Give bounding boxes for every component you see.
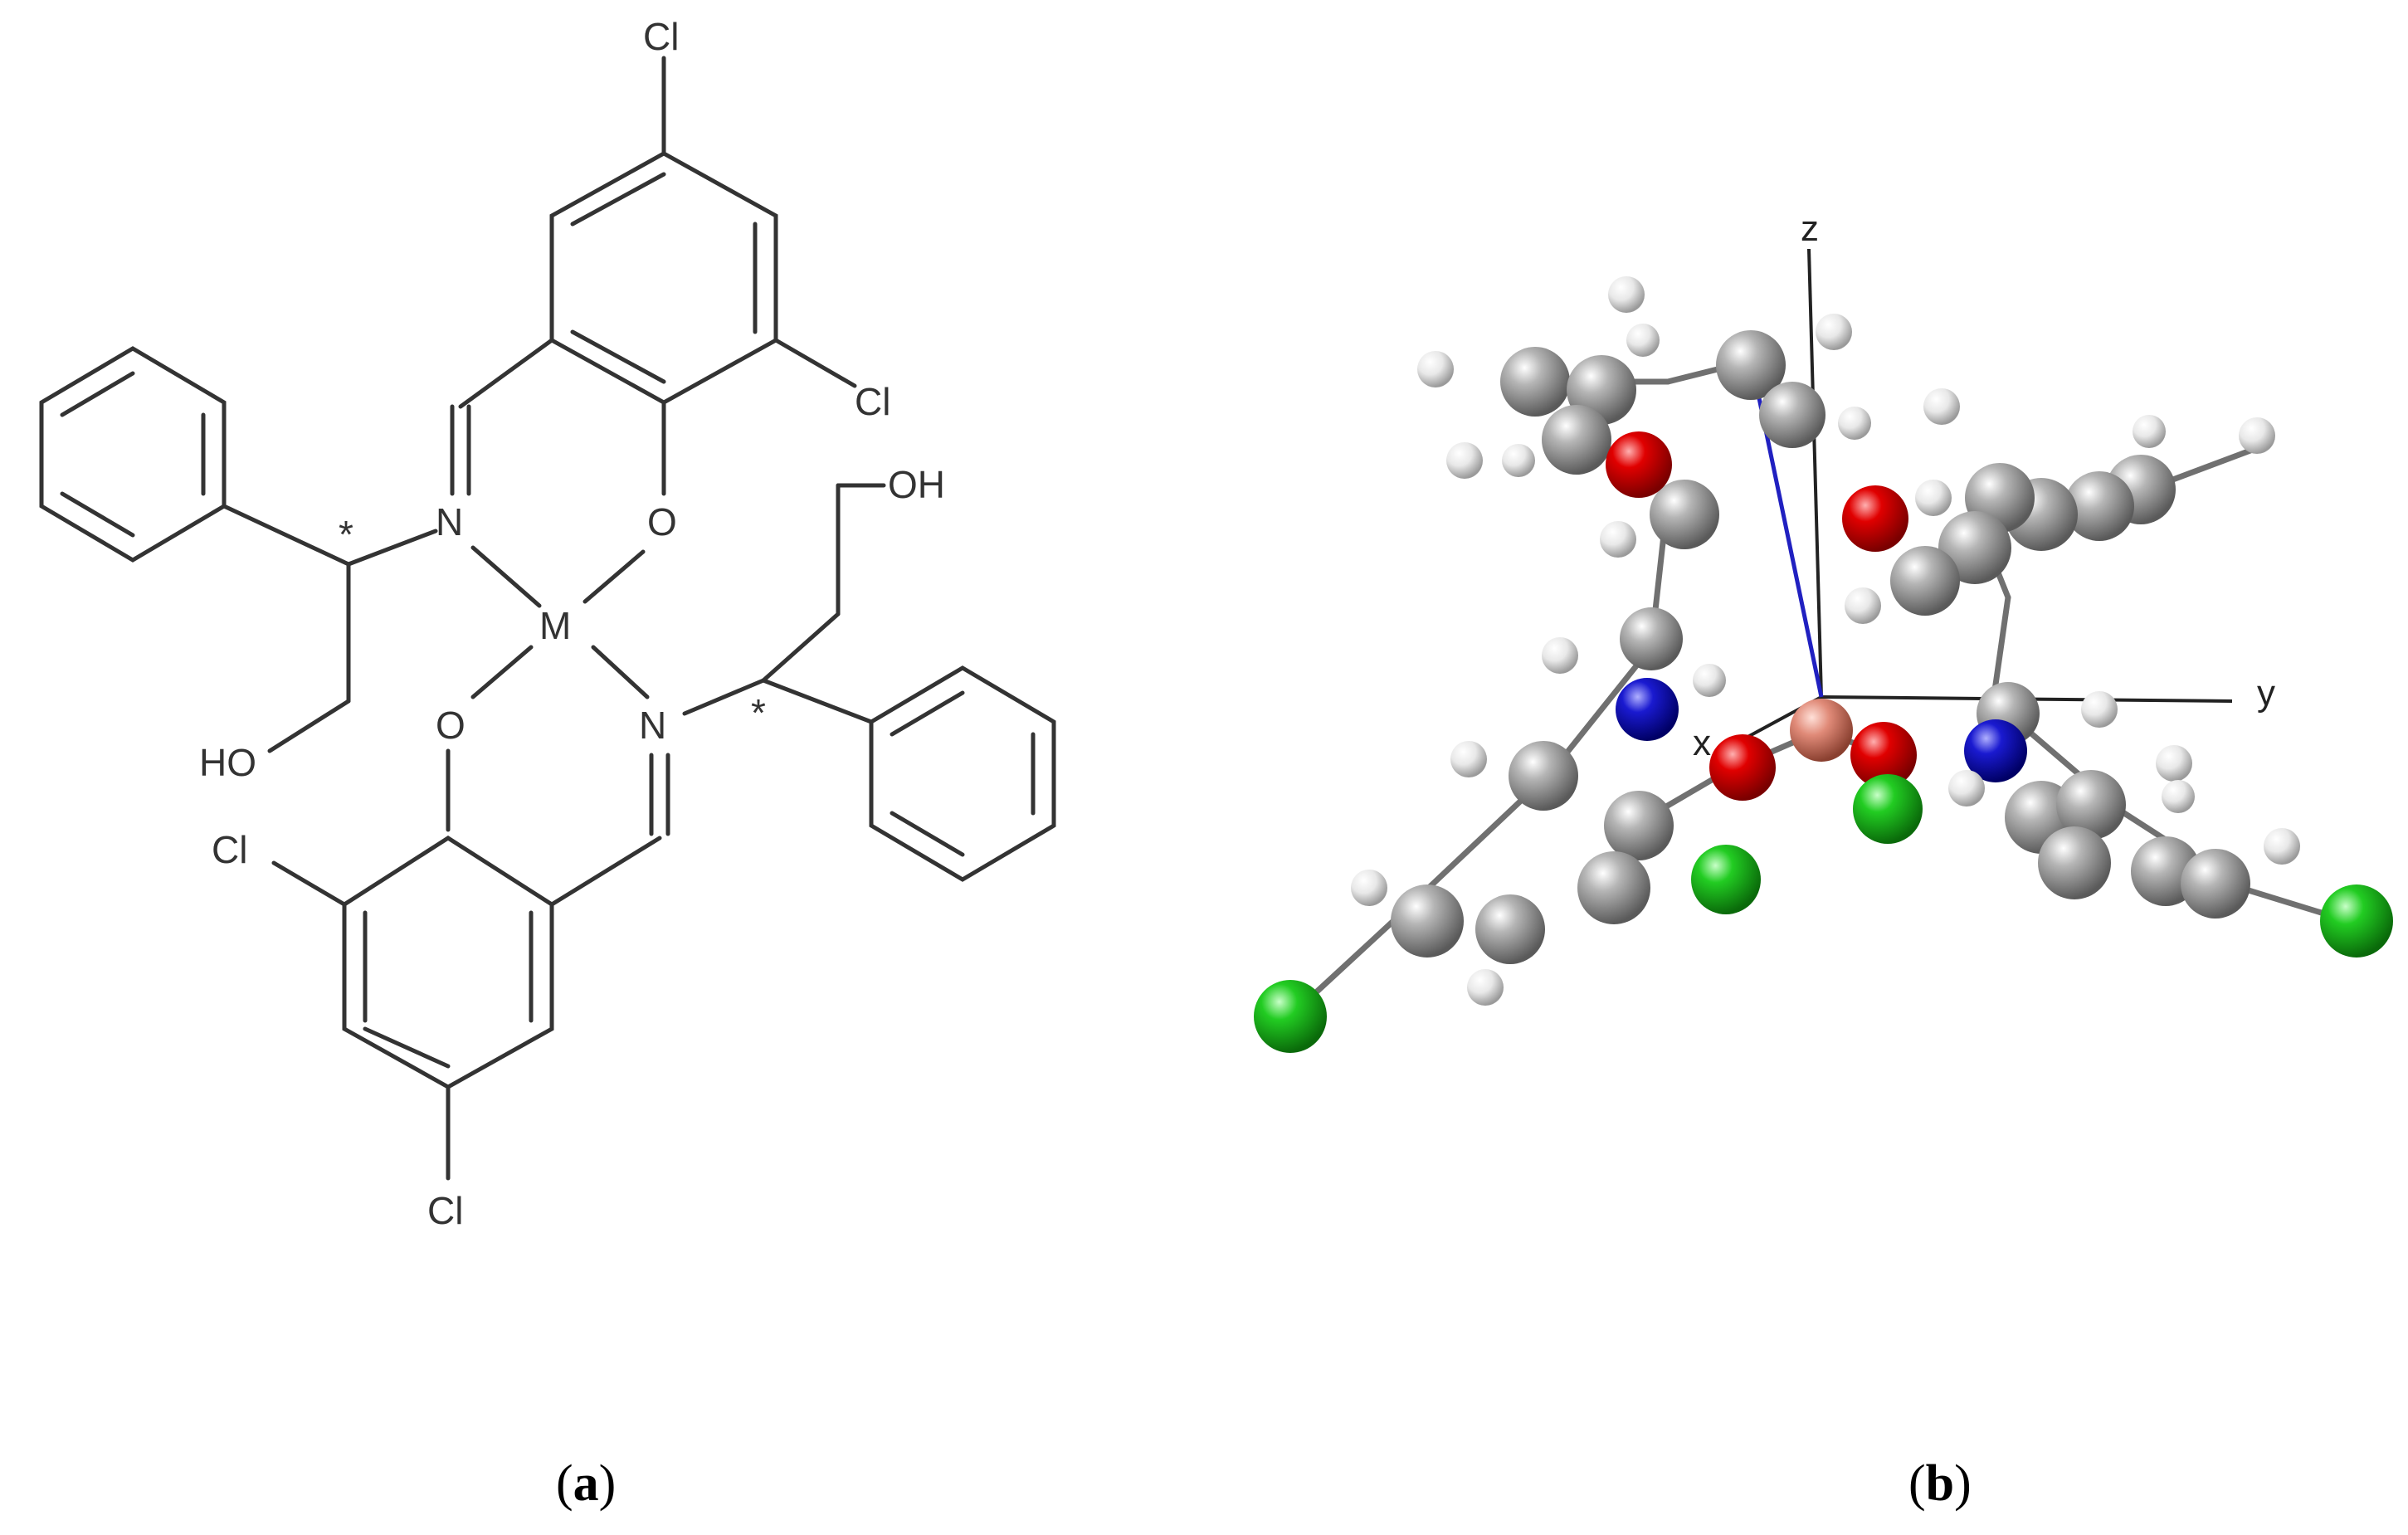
carbon-atom <box>1716 330 1786 400</box>
carbon-atom <box>2038 826 2111 899</box>
chlorine-atom <box>1254 980 1327 1053</box>
chlorine-atom <box>1691 845 1761 914</box>
carbon-atom <box>1620 607 1683 670</box>
caption-a: (a) <box>556 1455 616 1512</box>
hydrogen-atom <box>2264 828 2300 865</box>
hydrogen-atom <box>1915 480 1952 516</box>
carbon-atom <box>2064 471 2134 541</box>
hydrogen-atom <box>1845 587 1881 624</box>
hydrogen-atom <box>1948 770 1985 806</box>
hydrogen-atom <box>1351 870 1387 906</box>
label-star-right: * <box>751 691 766 734</box>
hydrogen-atom <box>1693 664 1726 697</box>
metal-center-atoms <box>1709 699 2027 844</box>
upper-left-phenyl-atoms <box>1417 276 1871 741</box>
hydrogen-atom <box>1450 741 1487 777</box>
label-ho-left: HO <box>199 741 256 784</box>
hydrogen-atom <box>1446 442 1483 479</box>
label-cl-bottom: Cl <box>427 1189 463 1232</box>
hydrogen-atom <box>1600 521 1636 558</box>
chlorine-atom <box>2320 884 2393 958</box>
chlorine-atom <box>1853 774 1923 844</box>
caption-b: (b) <box>1908 1455 1972 1512</box>
upper-phenyl-ring <box>39 346 227 563</box>
carbon-atom <box>1500 347 1570 417</box>
hydrogen-atom <box>1923 388 1960 425</box>
hydrogen-atom <box>1838 407 1871 440</box>
label-metal: M <box>539 604 571 647</box>
oxygen-atom <box>1606 431 1672 498</box>
upper-dichlorophenol-ring <box>549 151 778 405</box>
lower-right-ring-atoms <box>2005 745 2393 958</box>
hydrogen-atom <box>1502 444 1535 477</box>
carbon-atom <box>1650 480 1719 549</box>
hydrogen-atom <box>1467 969 1504 1006</box>
lower-dichlorophenol-ring <box>342 836 554 1089</box>
panel-b-3d-model: z y x <box>1254 208 2393 1053</box>
label-n-upper: N <box>436 500 463 543</box>
panel-a-structure: Cl Cl OH N O M O N HO Cl Cl * * <box>39 15 1056 1232</box>
carbon-atom <box>2181 849 2250 919</box>
label-cl-top: Cl <box>643 15 679 58</box>
oxygen-atom <box>1709 734 1776 801</box>
carbon-atom <box>1542 405 1611 475</box>
hydrogen-atom <box>1542 637 1578 674</box>
hydrogen-atom <box>2081 691 2118 728</box>
label-o-lower: O <box>436 704 466 747</box>
nitrogen-atom <box>1616 678 1679 741</box>
carbon-atom <box>1391 884 1464 958</box>
hydrogen-atom <box>2133 415 2166 448</box>
label-cl-right: Cl <box>855 380 890 423</box>
z-axis-line <box>1807 248 1823 698</box>
carbon-atom <box>1890 546 1960 616</box>
hydrogen-atom <box>2162 780 2195 813</box>
carbon-atom <box>1475 894 1545 964</box>
metal-atom <box>1790 699 1853 762</box>
hydrogen-atom <box>1626 324 1660 357</box>
label-star-left: * <box>339 513 353 556</box>
oxygen-atom <box>1850 722 1917 788</box>
label-oh-right: OH <box>888 463 945 506</box>
nitrogen-atom <box>1964 719 2027 782</box>
hydrogen-atom <box>2239 417 2275 454</box>
x-axis-label: x <box>1693 723 1711 763</box>
z-axis-label: z <box>1801 208 1819 249</box>
carbon-atom <box>1604 791 1674 860</box>
lower-phenyl-ring <box>869 665 1056 882</box>
carbon-atom <box>1759 382 1825 448</box>
hydrogen-atom <box>2156 745 2192 782</box>
label-o-upper: O <box>647 500 677 543</box>
upper-right-phenyl-atoms <box>1842 388 2275 745</box>
lower-left-ring-atoms <box>1254 741 1761 1053</box>
label-cl-lower-left: Cl <box>212 828 247 871</box>
carbon-atom <box>2056 770 2126 840</box>
dipole-vector <box>1757 397 1824 698</box>
oxygen-atom <box>1842 485 1908 552</box>
y-axis-label: y <box>2257 673 2275 714</box>
hydrogen-atom <box>1608 276 1645 313</box>
carbon-atom <box>1509 741 1578 811</box>
carbon-atom <box>1938 511 2011 584</box>
hydrogen-atom <box>1816 314 1852 350</box>
carbon-atom <box>1577 851 1650 924</box>
hydrogen-atom <box>1417 351 1454 387</box>
label-n-lower: N <box>639 704 666 747</box>
